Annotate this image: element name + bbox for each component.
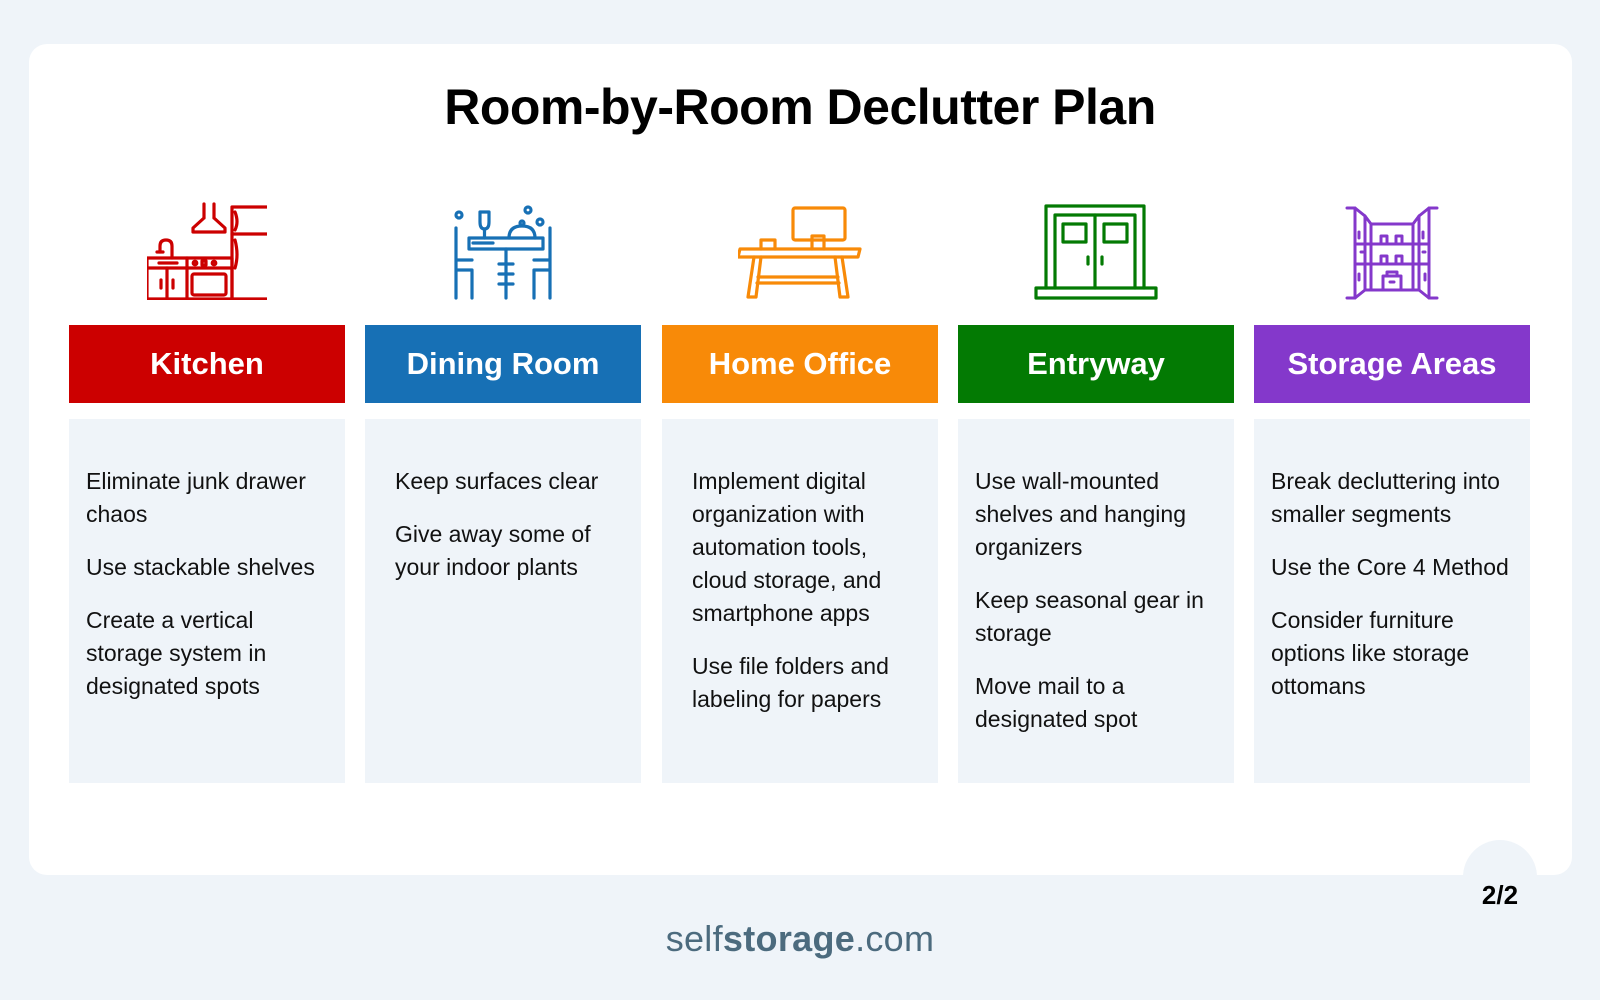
page-title: Room-by-Room Declutter Plan (444, 79, 1156, 135)
tip-item: Keep seasonal gear in storage (975, 587, 1204, 646)
tip-item: Use the Core 4 Method (1271, 554, 1509, 580)
brand-logo: selfstorage.com (0, 918, 1600, 960)
logo-suffix: .com (855, 918, 935, 959)
tip-item: Keep surfaces clear (395, 468, 599, 494)
tip-item: Give away some of your indoor plants (395, 521, 591, 580)
tip-item: Use file folders and labeling for papers (692, 653, 889, 712)
tip-item: Implement digital organization with auto… (692, 468, 882, 626)
tip-item: Move mail to a designated spot (975, 673, 1138, 732)
tips-panel-storage-areas: Break decluttering into smaller segments… (1254, 419, 1530, 783)
storage-closet-icon (1254, 198, 1530, 300)
tips-panel-dining-room: Keep surfaces clear Give away some of yo… (365, 419, 641, 783)
tips-panel-entryway: Use wall-mounted shelves and hanging org… (958, 419, 1234, 783)
room-header-home-office: Home Office (662, 325, 938, 403)
double-door-icon (958, 198, 1234, 300)
tips-panel-kitchen: Eliminate junk drawer chaos Use stackabl… (69, 419, 345, 783)
dining-table-icon (365, 198, 641, 300)
page-indicator: 2/2 (1463, 840, 1537, 914)
room-header-storage-areas: Storage Areas (1254, 325, 1530, 403)
tip-item: Use stackable shelves (86, 554, 315, 580)
tip-item: Consider furniture options like storage … (1271, 607, 1470, 699)
room-header-kitchen: Kitchen (69, 325, 345, 403)
tip-item: Break decluttering into smaller segments (1271, 468, 1500, 527)
room-header-entryway: Entryway (958, 325, 1234, 403)
tips-panel-home-office: Implement digital organization with auto… (662, 419, 938, 783)
logo-prefix: self (665, 918, 723, 959)
room-header-dining-room: Dining Room (365, 325, 641, 403)
desk-computer-icon (662, 198, 938, 300)
tip-item: Create a vertical storage system in desi… (86, 607, 267, 699)
tip-item: Use wall-mounted shelves and hanging org… (975, 468, 1186, 560)
kitchen-icon (69, 198, 345, 300)
logo-bold: storage (722, 918, 856, 959)
tip-item: Eliminate junk drawer chaos (86, 468, 306, 527)
page-indicator-text: 2/2 (1481, 880, 1519, 910)
